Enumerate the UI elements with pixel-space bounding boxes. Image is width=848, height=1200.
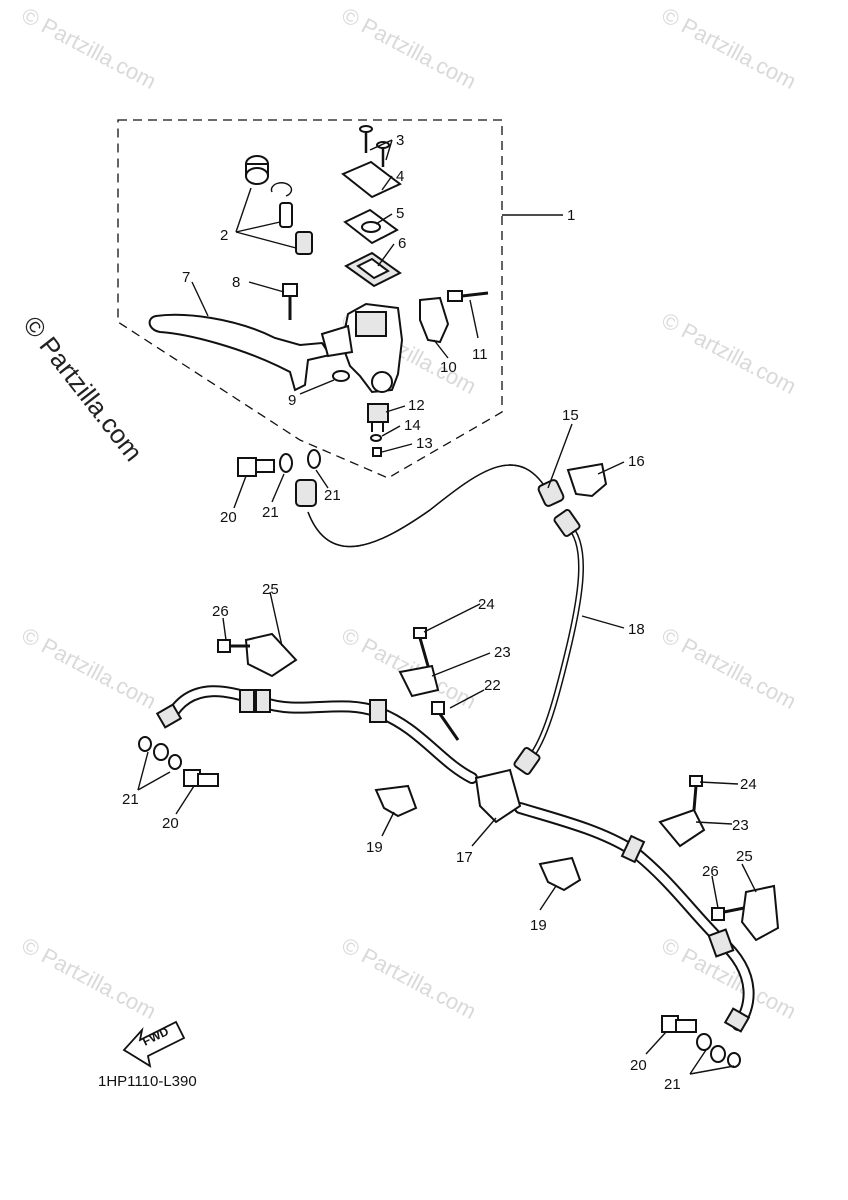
callout-6: 6 bbox=[398, 235, 406, 252]
callout-26: 26 bbox=[702, 863, 719, 880]
callout-8: 8 bbox=[232, 274, 240, 291]
callout-23: 23 bbox=[494, 644, 511, 661]
callout-21: 21 bbox=[324, 487, 341, 504]
watermark: © Partzilla.com bbox=[658, 2, 801, 94]
callout-12: 12 bbox=[408, 397, 425, 414]
callout-25: 25 bbox=[262, 581, 279, 598]
watermark: © Partzilla.com bbox=[18, 932, 161, 1024]
reservoir-cap bbox=[341, 160, 402, 199]
union-bolt bbox=[237, 457, 275, 477]
watermark: © Partzilla.com bbox=[338, 622, 481, 714]
copper-washer bbox=[307, 449, 321, 469]
callout-15: 15 bbox=[562, 407, 579, 424]
watermark: © Partzilla.com bbox=[18, 2, 161, 94]
watermark: © Partzilla.com bbox=[338, 2, 481, 94]
callout-10: 10 bbox=[440, 359, 457, 376]
hose-clip bbox=[374, 784, 418, 818]
callout-20: 20 bbox=[162, 815, 179, 832]
cap-screws bbox=[359, 125, 390, 167]
callout-5: 5 bbox=[396, 205, 404, 222]
watermark: © Partzilla.com bbox=[18, 622, 161, 714]
brake-hose-upper bbox=[295, 464, 565, 548]
assembly-boundary bbox=[117, 119, 503, 479]
brake-pipe bbox=[513, 509, 585, 775]
callout-22: 22 bbox=[484, 677, 501, 694]
brake-joint bbox=[474, 768, 522, 824]
callout-18: 18 bbox=[628, 621, 645, 638]
diagram-code: 1HP1110-L390 bbox=[98, 1073, 197, 1090]
brake-lever bbox=[148, 313, 332, 392]
forward-arrow: FWD bbox=[122, 1020, 186, 1068]
hose-clamp bbox=[398, 664, 440, 698]
callout-19: 19 bbox=[366, 839, 383, 856]
brake-hose-lower bbox=[155, 685, 755, 1033]
copper-washer bbox=[279, 453, 293, 473]
callout-17: 17 bbox=[456, 849, 473, 866]
callout-20: 20 bbox=[630, 1057, 647, 1074]
callout-1: 1 bbox=[567, 207, 575, 224]
callout-26: 26 bbox=[212, 603, 229, 620]
callout-21: 21 bbox=[122, 791, 139, 808]
watermark: © Partzilla.com bbox=[338, 932, 481, 1024]
leader-lines bbox=[137, 139, 757, 1075]
hose-guide bbox=[244, 632, 298, 678]
piston-kit bbox=[245, 155, 313, 255]
watermark: © Partzilla.com bbox=[658, 307, 801, 399]
callout-9: 9 bbox=[288, 392, 296, 409]
hose-clip bbox=[566, 462, 608, 498]
side-watermark: © Partzilla.com bbox=[17, 310, 149, 467]
watermark: © Partzilla.com bbox=[658, 622, 801, 714]
master-cylinder-assembly bbox=[148, 125, 489, 457]
hose-clip bbox=[538, 856, 582, 892]
callout-13: 13 bbox=[416, 435, 433, 452]
callout-3: 3 bbox=[396, 132, 404, 149]
callout-4: 4 bbox=[396, 168, 404, 185]
callout-14: 14 bbox=[404, 417, 421, 434]
callout-24: 24 bbox=[478, 596, 495, 613]
callout-2: 2 bbox=[220, 227, 228, 244]
callout-20: 20 bbox=[220, 509, 237, 526]
callout-25: 25 bbox=[736, 848, 753, 865]
callout-16: 16 bbox=[628, 453, 645, 470]
handlebar-holder bbox=[419, 296, 450, 344]
watermark-layer: © Partzilla.com © Partzilla.com © Partzi… bbox=[18, 2, 801, 1024]
callout-19: 19 bbox=[530, 917, 547, 934]
callout-21: 21 bbox=[664, 1076, 681, 1093]
hose-clamp bbox=[658, 808, 706, 848]
callout-11: 11 bbox=[472, 346, 488, 363]
callouts: 1 2 3 4 5 6 7 8 9 10 11 12 13 14 15 16 1… bbox=[122, 132, 757, 1093]
callout-24: 24 bbox=[740, 776, 757, 793]
callout-23: 23 bbox=[732, 817, 749, 834]
callout-7: 7 bbox=[182, 269, 190, 286]
hose-guide bbox=[740, 884, 780, 942]
callout-21: 21 bbox=[262, 504, 279, 521]
brake-switch bbox=[367, 403, 389, 423]
